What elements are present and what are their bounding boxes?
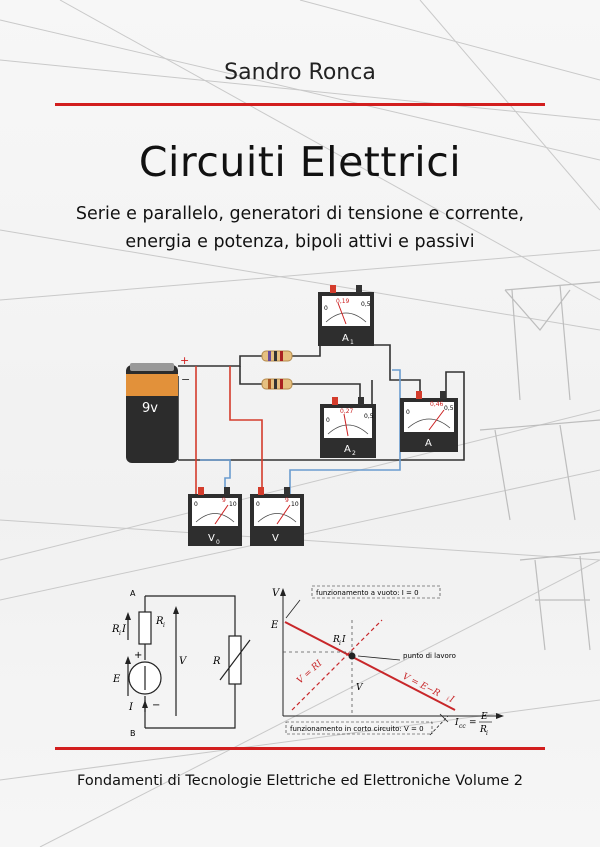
svg-text:0: 0 (406, 409, 410, 416)
svg-text:1: 1 (350, 339, 354, 346)
load-line-label: V = RI (295, 658, 324, 686)
ammeter-a1: 0 0,19 0,5 A 1 (318, 285, 374, 346)
svg-text:10: 10 (229, 501, 237, 508)
svg-text:V: V (208, 533, 215, 544)
svg-text:I: I (121, 624, 127, 635)
svg-text:I: I (447, 694, 456, 705)
ammeter-a2: 0 0,27 0,5 A 2 (320, 397, 376, 458)
svg-text:cc: cc (459, 723, 466, 730)
svg-text:2: 2 (352, 450, 356, 457)
svg-text:A: A (342, 333, 349, 344)
author-name: Sandro Ronca (224, 60, 376, 85)
subtitle-line-2: energia e potenza, bipoli attivi e passi… (125, 232, 475, 252)
voltmeter-v0: 0 9 10 V 0 (188, 487, 242, 546)
node-b: B (130, 729, 136, 738)
battery-plus: + (180, 354, 189, 367)
svg-text:E: E (112, 674, 121, 685)
svg-text:0,27: 0,27 (340, 408, 354, 415)
svg-text:−: − (152, 700, 160, 711)
node-a: A (130, 589, 136, 598)
bottom-rule (55, 747, 545, 750)
svg-text:V: V (179, 656, 188, 667)
svg-text:R: R (111, 624, 120, 635)
svg-text:R: R (212, 656, 221, 667)
no-load-label: funzionamento a vuoto: I = 0 (316, 589, 419, 597)
svg-text:i: i (163, 622, 165, 629)
operating-point-label: punto di lavoro (403, 652, 456, 660)
svg-text:R: R (479, 725, 487, 735)
svg-text:0: 0 (194, 501, 198, 508)
svg-text:E: E (480, 712, 488, 722)
battery: 9v + − (126, 354, 190, 463)
resistor-bottom (261, 378, 293, 390)
resistor-top (261, 350, 293, 362)
book-title: Circuiti Elettrici (138, 138, 462, 186)
svg-text:i: i (119, 630, 121, 637)
ammeter-a: 0 0,46 0,5 A (400, 391, 458, 452)
voltmeter-v: 0 9 10 V (250, 487, 304, 546)
svg-text:i: i (445, 696, 450, 703)
svg-text:10: 10 (291, 501, 299, 508)
svg-text:0: 0 (256, 501, 260, 508)
svg-text:i: i (339, 640, 341, 647)
svg-text:0: 0 (326, 417, 330, 424)
svg-text:9: 9 (222, 497, 226, 504)
svg-text:I: I (454, 718, 459, 728)
svg-text:0,5: 0,5 (444, 405, 454, 412)
svg-text:0,19: 0,19 (336, 298, 350, 305)
svg-text:0: 0 (216, 539, 220, 546)
svg-text:I: I (341, 635, 346, 645)
svg-text:R: R (332, 635, 340, 645)
svg-text:I: I (128, 702, 134, 713)
top-rule (55, 103, 545, 106)
battery-minus: − (181, 373, 190, 386)
svg-text:0: 0 (324, 305, 328, 312)
battery-label: 9v (142, 401, 158, 416)
svg-text:E: E (270, 620, 279, 631)
svg-text:0,5: 0,5 (364, 413, 374, 420)
svg-text:V: V (272, 588, 281, 599)
svg-text:R: R (155, 616, 164, 627)
short-circuit-label: funzionamento in corto circuito: V = 0 (290, 725, 424, 733)
svg-text:0,5: 0,5 (361, 301, 371, 308)
svg-text:9: 9 (285, 497, 289, 504)
series-title: Fondamenti di Tecnologie Elettriche ed E… (77, 773, 523, 789)
svg-text:A: A (344, 444, 351, 455)
svg-text:=: = (469, 718, 477, 728)
svg-text:V: V (272, 533, 279, 544)
svg-text:0,46: 0,46 (430, 401, 444, 408)
svg-text:i: i (486, 730, 488, 737)
svg-text:V: V (356, 683, 364, 693)
svg-text:A: A (425, 438, 432, 449)
subtitle-line-1: Serie e parallelo, generatori di tension… (75, 204, 525, 224)
svg-text:+: + (134, 650, 142, 661)
